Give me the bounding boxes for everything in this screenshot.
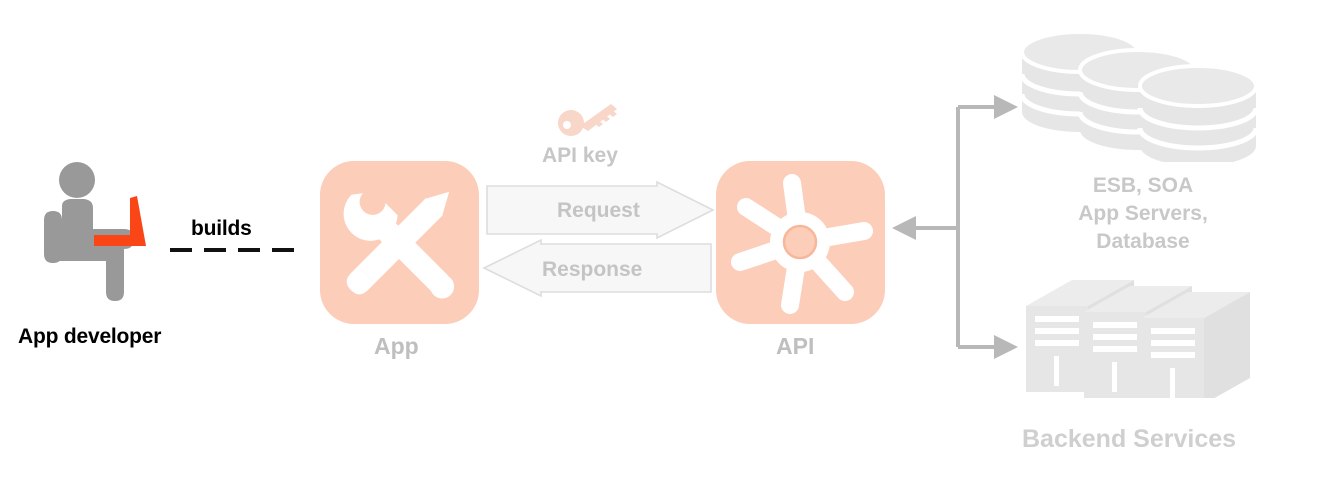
database-label-line-1: ESB, SOA bbox=[1092, 174, 1194, 197]
wrench-and-pencil-icon bbox=[343, 191, 455, 299]
request-arrow bbox=[485, 180, 715, 240]
request-label: Request bbox=[557, 199, 640, 222]
database-cylinders-icon bbox=[1014, 34, 1264, 162]
seated-developer-with-laptop-icon bbox=[38, 160, 178, 310]
api-node-tile[interactable] bbox=[716, 161, 885, 324]
app-node-label: App bbox=[374, 333, 419, 359]
api-node-label: API bbox=[776, 333, 815, 359]
backend-services-label: Backend Services bbox=[1022, 425, 1237, 453]
response-label: Response bbox=[542, 258, 643, 281]
database-label-line-3: Database bbox=[1096, 230, 1190, 253]
api-to-database-arrowhead bbox=[994, 95, 1018, 119]
backend-to-api-arrowhead bbox=[892, 216, 916, 240]
database-label-line-2: App Servers, bbox=[1078, 202, 1208, 225]
app-developer-label: App developer bbox=[18, 325, 162, 348]
builds-dashed-connector bbox=[168, 242, 302, 252]
response-arrow bbox=[481, 238, 713, 298]
key-icon bbox=[556, 99, 620, 137]
builds-label: builds bbox=[191, 217, 252, 240]
server-racks-icon bbox=[1022, 280, 1266, 404]
api-starburst-icon bbox=[731, 174, 873, 314]
api-to-servers-arrowhead bbox=[994, 335, 1018, 359]
app-node-tile[interactable] bbox=[320, 161, 479, 324]
database-label-group: ESB, SOA App Servers, Database bbox=[1030, 172, 1256, 256]
api-key-label: API key bbox=[542, 144, 618, 167]
backend-connector-bus bbox=[890, 85, 1030, 370]
